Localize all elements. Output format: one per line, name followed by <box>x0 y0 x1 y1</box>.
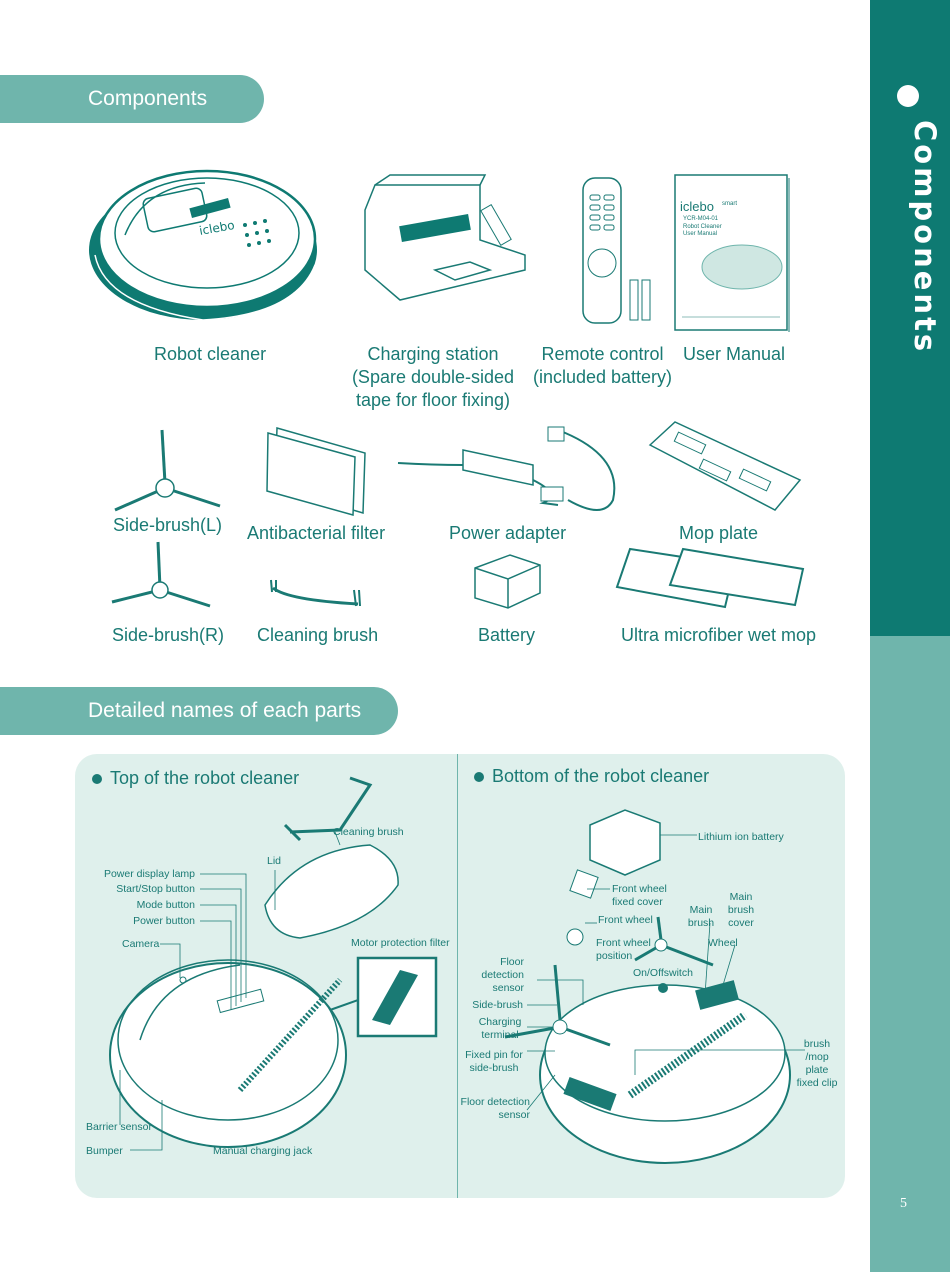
label-on-off-switch: On/Offswitch <box>633 967 693 980</box>
label-bumper: Bumper <box>86 1145 123 1158</box>
label-power-button: Power button <box>95 915 195 928</box>
sidebar-band-bottom <box>870 636 950 1272</box>
label-barrier-sensor: Barrier sensor <box>86 1121 152 1134</box>
label-wet-mop: Ultra microfiber wet mop <box>621 624 816 647</box>
label-manual-charging-jack: Manual charging jack <box>213 1145 312 1158</box>
label-antibacterial-filter: Antibacterial filter <box>247 522 385 545</box>
label-front-wheel-position: Front wheel position <box>596 937 651 963</box>
label-main-brush: Main brush <box>683 904 719 930</box>
label-motor-protection-filter: Motor protection filter <box>351 937 450 950</box>
charging-station-illustration <box>360 170 535 310</box>
label-battery: Battery <box>478 624 535 647</box>
label-side-brush-r: Side-brush(R) <box>112 624 224 647</box>
label-main-brush-cover: Main brush cover <box>723 891 759 930</box>
label-lithium-ion-battery: Lithium ion battery <box>698 831 784 844</box>
antibacterial-filter-illustration <box>265 425 370 515</box>
label-user-manual: User Manual <box>683 343 785 366</box>
cleaning-brush-illustration <box>268 578 363 610</box>
label-charging-terminal: Charging terminal <box>475 1016 525 1042</box>
label-start-stop-button: Start/Stop button <box>95 883 195 896</box>
manual-brand: iclebo <box>680 200 714 213</box>
sidebar-title: Components <box>908 120 942 354</box>
details-header: Detailed names of each parts <box>0 687 398 735</box>
label-front-wheel: Front wheel <box>598 914 653 927</box>
label-fixed-pin: Fixed pin for side-brush <box>465 1049 523 1075</box>
label-robot-cleaner: Robot cleaner <box>154 343 266 366</box>
page-number: 5 <box>900 1196 907 1212</box>
manual-model: YCR-M04-01 <box>683 216 718 223</box>
label-charging-station: Charging station (Spare double-sided tap… <box>348 343 518 412</box>
manual-line-1: Robot Cleaner <box>683 224 722 231</box>
bullet-icon <box>474 772 484 782</box>
components-header: Components <box>0 75 264 123</box>
power-adapter-illustration <box>393 425 623 525</box>
label-floor-detection-sensor-2: Floor detection sensor <box>460 1096 530 1122</box>
battery-illustration <box>470 553 545 611</box>
robot-cleaner-illustration: iclebo <box>85 155 325 335</box>
side-brush-r-illustration <box>110 540 215 610</box>
mop-plate-illustration <box>645 420 805 515</box>
label-brush-mop-clip: brush /mop plate fixed clip <box>796 1038 838 1090</box>
sidebar-bullet <box>897 85 919 107</box>
label-mode-button: Mode button <box>95 899 195 912</box>
user-manual-illustration <box>672 172 792 334</box>
label-cleaning-brush: Cleaning brush <box>257 624 378 647</box>
label-mop-plate: Mop plate <box>679 522 758 545</box>
label-top-cleaning-brush: Cleaning brush <box>333 826 404 839</box>
side-brush-l-illustration <box>110 428 225 518</box>
label-remote-control: Remote control (included battery) <box>530 343 675 389</box>
label-floor-detection-sensor-1: Floor detection sensor <box>470 956 524 995</box>
label-lid: Lid <box>267 855 281 868</box>
wet-mop-illustration <box>615 547 805 609</box>
manual-subtitle: smart <box>722 198 737 211</box>
label-power-adapter: Power adapter <box>449 522 566 545</box>
bottom-view-heading: Bottom of the robot cleaner <box>474 766 709 787</box>
label-power-display-lamp: Power display lamp <box>95 868 195 881</box>
remote-control-illustration <box>580 175 655 325</box>
label-side-brush: Side-brush <box>465 999 523 1012</box>
label-wheel: Wheel <box>708 937 738 950</box>
manual-line-2: User Manual <box>683 231 717 238</box>
panel-divider <box>457 754 458 1198</box>
label-side-brush-l: Side-brush(L) <box>113 514 222 537</box>
label-front-wheel-fixed-cover: Front wheel fixed cover <box>612 883 667 909</box>
label-camera: Camera <box>122 938 159 951</box>
